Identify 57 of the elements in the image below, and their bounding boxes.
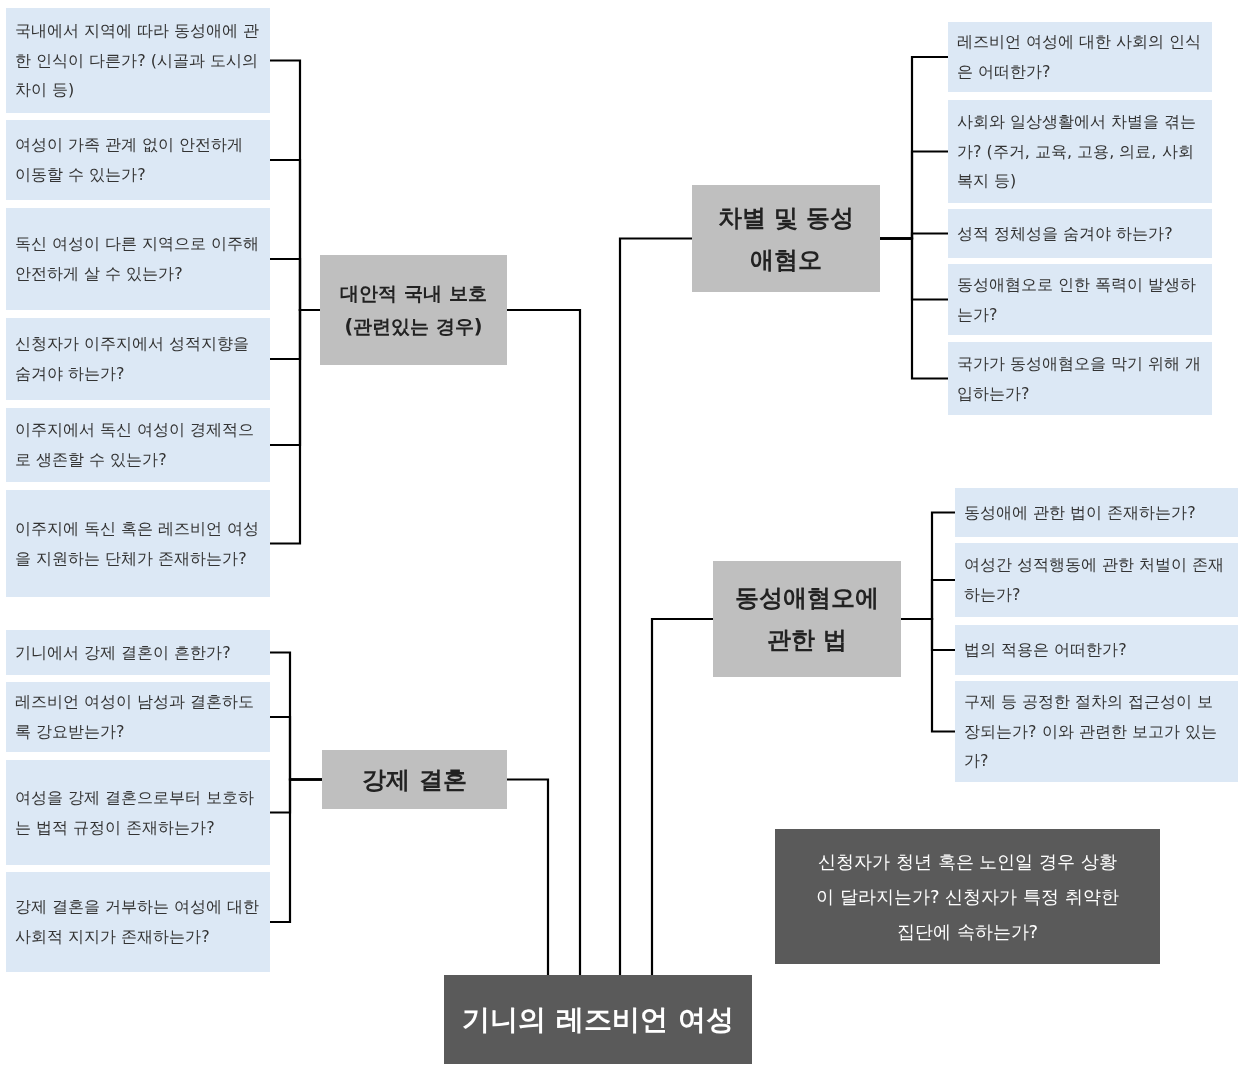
node-text: 동성애에 관한 법이 존재하는가? xyxy=(964,501,1196,524)
category-box xyxy=(692,185,880,292)
node-text: 구제 등 공정한 절차의 접근성이 보장되는가? 이와 관련한 보고가 있는가? xyxy=(964,691,1218,773)
node-text: 여성을 강제 결혼으로부터 보호하는 법적 규정이 존재하는가? xyxy=(15,786,256,839)
question-box xyxy=(6,8,270,113)
node-text: 레즈비언 여성이 남성과 결혼하도록 강요받는가? xyxy=(15,691,256,743)
question-box xyxy=(948,100,1212,203)
question-box xyxy=(6,760,270,865)
node-text: 신청자가 이주지에서 성적지향을 숨겨야 하는가? xyxy=(15,333,251,385)
node-text: 신청자가 청년 혹은 노인일 경우 상황이 달라지는가? 신청자가 특정 취약한 집단에 속하는가? xyxy=(815,849,1120,945)
question-box xyxy=(6,120,270,200)
question-box xyxy=(955,488,1238,537)
node-text: 법의 적용은 어떠한가? xyxy=(964,639,1127,662)
connector-line xyxy=(507,778,550,975)
question-box xyxy=(6,208,270,310)
category-box xyxy=(322,750,507,809)
question-box xyxy=(6,872,270,972)
central-topic-box xyxy=(444,975,752,1064)
node-text: 기니의 레즈비언 여성 xyxy=(462,1001,734,1038)
connector-line xyxy=(880,237,948,380)
node-text: 레즈비언 여성에 대한 사회의 인식은 어떠한가? xyxy=(957,31,1203,83)
node-text: 차별 및 동성애혐오 xyxy=(716,202,856,276)
question-box xyxy=(6,630,270,675)
node-text: 강제 결혼 xyxy=(362,764,467,796)
category-box xyxy=(713,561,901,677)
node-text: 동성애혐오로 인한 폭력이 발생하는가? xyxy=(957,273,1198,326)
question-box xyxy=(948,264,1212,335)
question-box xyxy=(6,408,270,482)
question-box xyxy=(955,543,1238,617)
question-box xyxy=(948,22,1212,92)
question-box xyxy=(6,318,270,400)
node-text: 여성간 성적행동에 관한 처벌이 존재하는가? xyxy=(964,554,1226,606)
node-text: 이주지에서 독신 여성이 경제적으로 생존할 수 있는가? xyxy=(15,419,256,471)
question-box xyxy=(948,342,1212,415)
node-text: 강제 결혼을 거부하는 여성에 대한 사회적 지지가 존재하는가? xyxy=(15,896,261,948)
node-text: 국가가 동성애혐오을 막기 위해 개입하는가? xyxy=(957,352,1203,405)
connector-line xyxy=(618,237,692,975)
question-box xyxy=(948,209,1212,258)
connector-line xyxy=(270,778,322,924)
note-box xyxy=(775,829,1160,964)
node-text: 동성애혐오에 관한 법 xyxy=(734,583,880,656)
node-text: 대안적 국내 보호 (관련있는 경우) xyxy=(339,280,488,339)
node-text: 국내에서 지역에 따라 동성애에 관한 인식이 다른가? (시골과 도시의 차이 등) xyxy=(15,20,261,102)
node-text: 독신 여성이 다른 지역으로 이주해 안전하게 살 수 있는가? xyxy=(15,233,261,285)
question-box xyxy=(6,490,270,597)
question-box xyxy=(955,625,1238,675)
connector-line xyxy=(650,617,713,975)
connector-line xyxy=(901,617,955,733)
node-text: 여성이 가족 관계 없이 안전하게 이동할 수 있는가? xyxy=(15,134,245,186)
connector-line xyxy=(507,308,582,975)
category-box xyxy=(320,255,507,365)
question-box xyxy=(955,681,1238,782)
node-text: 성적 정체성을 숨겨야 하는가? xyxy=(957,222,1173,245)
node-text: 이주지에 독신 혹은 레즈비언 여성을 지원하는 단체가 존재하는가? xyxy=(15,517,261,570)
node-text: 사회와 일상생활에서 차별을 겪는가? (주거, 교육, 고용, 의료, 사회복지 등) xyxy=(957,111,1198,193)
question-box xyxy=(6,682,270,752)
node-text: 기니에서 강제 결혼이 흔한가? xyxy=(15,641,231,664)
